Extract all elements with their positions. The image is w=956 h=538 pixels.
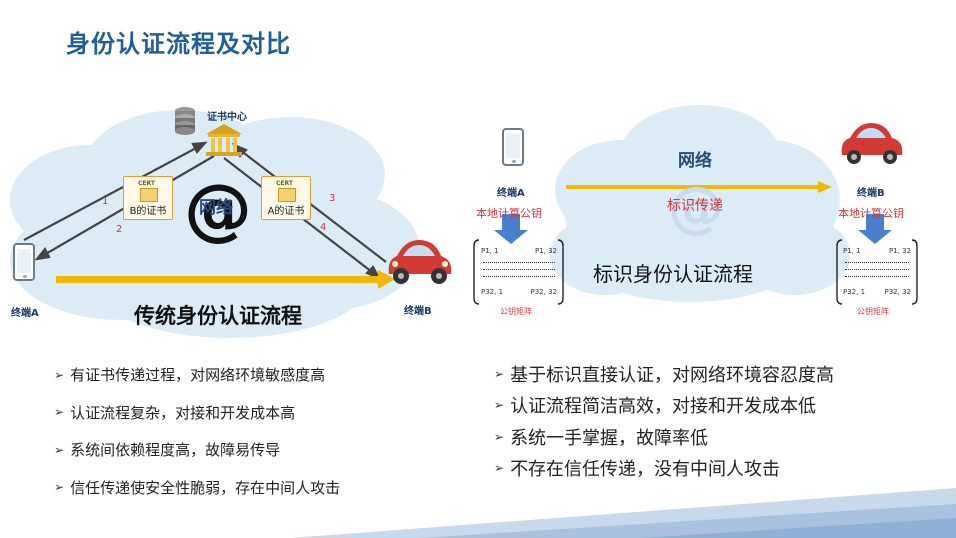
local-compute-a: 本地计算公钥 <box>476 207 542 220</box>
right-terminal-b-label: 终端B <box>857 188 885 199</box>
cert-badge: CERT <box>138 180 155 187</box>
bullet-arrow-icon: ➢ <box>54 442 65 457</box>
matrix-brace-right <box>836 239 918 305</box>
cert-center-label: 证书中心 <box>207 112 247 123</box>
at-symbol: @ <box>184 170 252 249</box>
step-number-3: 3 <box>329 193 336 204</box>
car-icon <box>388 240 452 284</box>
cert-seal <box>278 188 296 202</box>
local-compute-b: 本地计算公钥 <box>838 207 904 220</box>
matrix-brace-left <box>473 239 564 305</box>
bullet-text: 认证流程简洁高效，对接和开发成本低 <box>510 396 817 418</box>
bullet-arrow-icon: ➢ <box>54 480 65 495</box>
right-cloud <box>550 105 850 302</box>
identity-bullets: ➢ 基于标识直接认证，对网络环境容忍度高 ➢ 认证流程简洁高效，对接和开发成本低 ➢… <box>494 358 834 484</box>
right-network-label: 网络 <box>678 151 712 171</box>
matrix-caption-a: 公钥矩阵 <box>500 307 532 316</box>
list-item: ➢ 认证流程复杂，对接和开发成本高 <box>54 394 340 432</box>
list-item: ➢ 系统间依赖程度高，故障易传导 <box>54 431 340 469</box>
cert-a-label: A的证书 <box>267 206 305 217</box>
left-network-label: 网络 <box>199 198 233 218</box>
cert-badge: CERT <box>276 180 293 187</box>
bullet-text: 信任传递使安全性脆弱，存在中间人攻击 <box>70 478 341 497</box>
bullet-text: 系统一手掌握，故障率低 <box>510 427 709 449</box>
cert-b-label: B的证书 <box>129 206 167 217</box>
bullet-arrow-icon: ➢ <box>494 366 505 381</box>
list-item: ➢ 不存在信任传递，没有中间人攻击 <box>494 453 834 485</box>
bullet-arrow-icon: ➢ <box>54 367 65 382</box>
bullet-text: 不存在信任传递，没有中间人攻击 <box>510 459 781 481</box>
cert-seal <box>140 188 158 202</box>
bullet-text: 基于标识直接认证，对网络环境容忍度高 <box>510 364 835 386</box>
down-arrow-icon <box>858 214 892 244</box>
step-number-1: 1 <box>102 196 109 207</box>
certificate-icon: CERT A的证书 <box>261 176 311 220</box>
bullet-text: 有证书传递过程，对网络环境敏感度高 <box>70 366 326 385</box>
traditional-bullets: ➢ 有证书传递过程，对网络环境敏感度高 ➢ 认证流程复杂，对接和开发成本高 ➢ 系统间… <box>54 356 340 506</box>
list-item: ➢ 系统一手掌握，故障率低 <box>494 421 834 453</box>
left-gold-arrow <box>56 270 395 289</box>
bullet-arrow-icon: ➢ <box>494 461 505 476</box>
bullet-arrow-icon: ➢ <box>494 398 505 413</box>
server-stack-icon <box>175 107 195 135</box>
bullet-text: 系统间依赖程度高，故障易传导 <box>70 441 281 460</box>
left-terminal-a-label: 终端A <box>11 308 39 319</box>
step-number-4: 4 <box>320 222 327 233</box>
list-item: ➢ 基于标识直接认证，对网络环境容忍度高 <box>494 358 834 390</box>
matrix-caption-b: 公钥矩阵 <box>857 307 889 316</box>
right-gold-arrow <box>566 181 832 193</box>
left-terminal-b-label: 终端B <box>404 306 432 317</box>
right-terminal-a-label: 终端A <box>497 188 525 199</box>
list-item: ➢ 信任传递使安全性脆弱，存在中间人攻击 <box>54 469 340 507</box>
list-item: ➢ 有证书传递过程，对网络环境敏感度高 <box>54 356 340 394</box>
step-number-2: 2 <box>116 224 123 235</box>
identity-caption: 标识身份认证流程 <box>593 262 753 286</box>
traditional-caption: 传统身份认证流程 <box>134 304 302 328</box>
bullet-arrow-icon: ➢ <box>54 405 65 420</box>
down-arrow-icon <box>494 214 528 244</box>
phone-icon <box>502 128 524 166</box>
bottom-stripe <box>290 488 956 538</box>
bullet-text: 认证流程复杂，对接和开发成本高 <box>70 403 296 422</box>
bullet-arrow-icon: ➢ <box>494 429 505 444</box>
bank-building-icon <box>206 124 242 156</box>
certificate-icon: CERT B的证书 <box>123 176 173 220</box>
car-icon <box>841 123 903 164</box>
page-title: 身份认证流程及对比 <box>66 30 291 58</box>
transfer-label: 标识传递 <box>667 198 723 214</box>
at-watermark: @ <box>668 175 724 240</box>
phone-icon <box>13 243 35 281</box>
list-item: ➢ 认证流程简洁高效，对接和开发成本低 <box>494 390 834 422</box>
